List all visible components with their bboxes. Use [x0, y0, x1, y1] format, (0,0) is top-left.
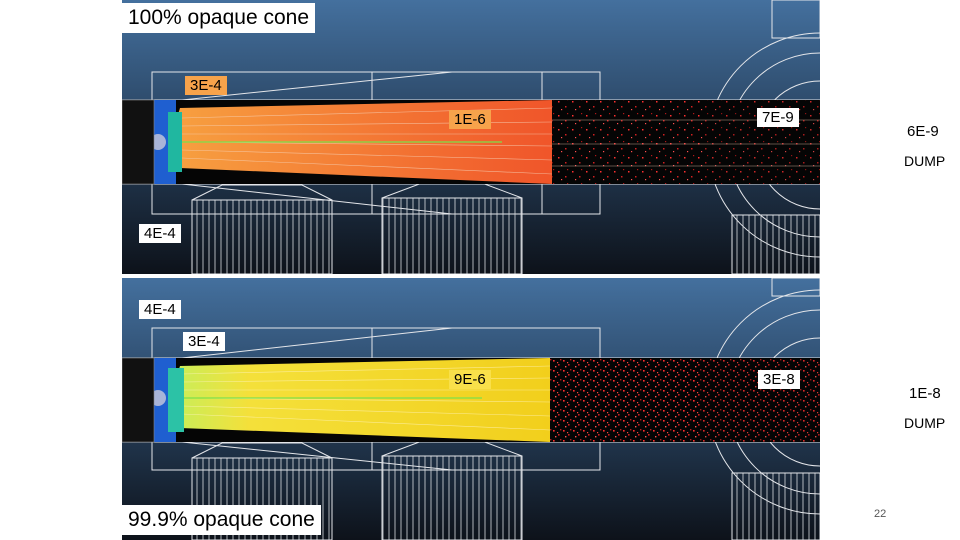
cone-entrance: [168, 368, 184, 432]
support-structures: [191, 182, 820, 274]
beam-region-mid: [550, 358, 700, 442]
bottom-caption: 99.9% opaque cone: [122, 505, 321, 535]
bottom-label-dump-value: 1E-8: [904, 384, 946, 403]
top-simulation-panel: [122, 0, 820, 274]
top-label-end: 7E-9: [757, 108, 799, 127]
bottom-label-mid: 9E-6: [449, 370, 491, 389]
top-simulation-render: [122, 0, 820, 274]
page-number: 22: [874, 508, 887, 520]
top-label-lower: 4E-4: [139, 224, 181, 243]
top-label-dump: DUMP: [904, 153, 946, 169]
bottom-simulation-panel: [122, 278, 820, 540]
beam-region-mid: [552, 100, 702, 184]
bottom-label-entrance: 3E-4: [183, 332, 225, 351]
top-caption: 100% opaque cone: [122, 3, 315, 33]
cone-entrance: [168, 112, 182, 172]
bottom-label-end: 3E-8: [758, 370, 800, 389]
top-label-mid: 1E-6: [449, 110, 491, 129]
bottom-label-upper: 4E-4: [139, 300, 181, 319]
source-housing: [122, 99, 155, 185]
bottom-label-dump: DUMP: [904, 415, 946, 431]
top-label-dump-value: 6E-9: [902, 122, 944, 141]
source-housing: [122, 357, 155, 443]
top-label-entrance: 3E-4: [185, 76, 227, 95]
bottom-simulation-render: [122, 278, 820, 540]
